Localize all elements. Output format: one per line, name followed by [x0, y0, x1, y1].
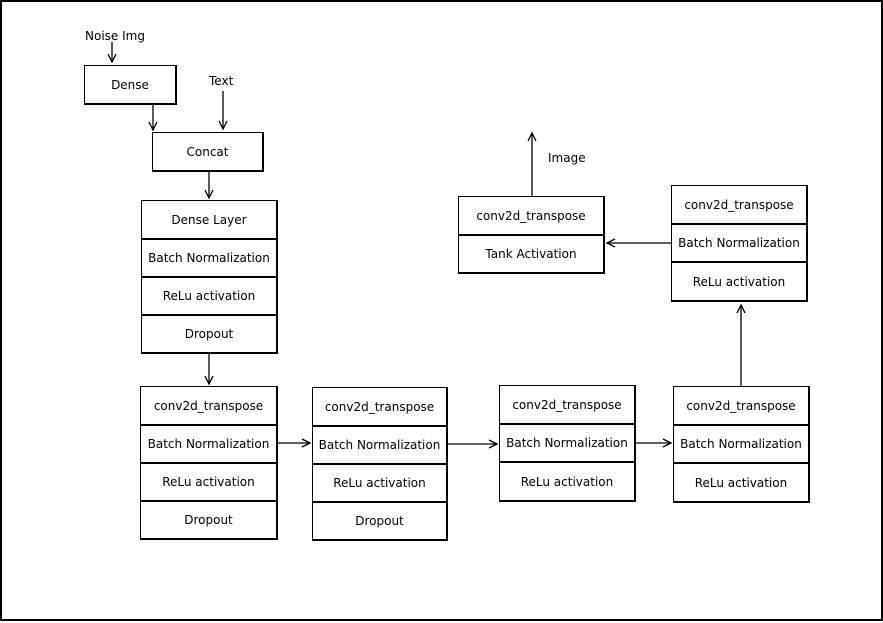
image-label: Image [548, 151, 586, 165]
b6-relu: ReLu activation [671, 262, 808, 302]
b1-relu: ReLu activation [141, 277, 278, 316]
b4-relu: ReLu activation [499, 462, 636, 502]
b5-batch-norm: Batch Normalization [673, 425, 810, 464]
b5-relu: ReLu activation [673, 463, 810, 503]
b4-batch-norm: Batch Normalization [499, 424, 636, 463]
b6-conv: conv2d_transpose [671, 185, 808, 225]
b2-relu: ReLu activation [140, 463, 278, 502]
dense-box: Dense [84, 65, 177, 105]
out-conv: conv2d_transpose [458, 196, 605, 236]
b1-dense-layer: Dense Layer [141, 200, 278, 240]
b3-dropout: Dropout [312, 502, 448, 541]
b1-dropout: Dropout [141, 315, 278, 354]
out-tank-activation: Tank Activation [458, 235, 605, 274]
b3-relu: ReLu activation [312, 464, 448, 503]
concat-box: Concat [152, 132, 264, 172]
b2-dropout: Dropout [140, 501, 278, 540]
b1-batch-norm: Batch Normalization [141, 239, 278, 278]
text-label: Text [209, 74, 234, 88]
b2-batch-norm: Batch Normalization [140, 425, 278, 464]
b3-batch-norm: Batch Normalization [312, 426, 448, 465]
noise-img-label: Noise Img [85, 29, 145, 43]
